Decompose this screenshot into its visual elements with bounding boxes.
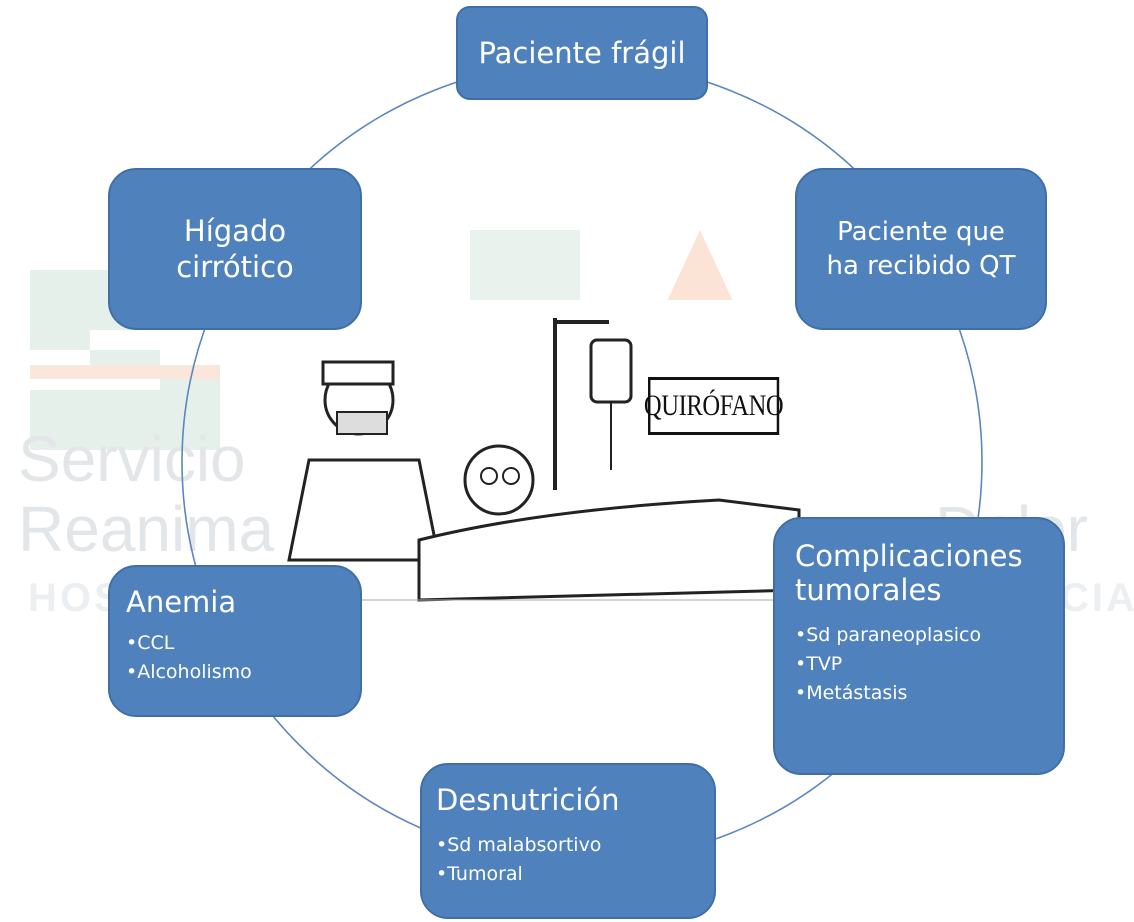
node-title: Desnutrición [436, 783, 620, 817]
operating-room-cartoon [279, 300, 809, 660]
patient-head [463, 444, 535, 516]
node-higado-cirrotico: Hígado cirrótico [108, 168, 362, 330]
watermark-line3: HOS [28, 576, 124, 620]
bed [417, 498, 801, 602]
list-item: •TVP [795, 653, 843, 675]
bed-edge [418, 589, 800, 601]
patient-eye-left [480, 467, 498, 485]
doctor-cap [321, 360, 395, 386]
list-item: •Metástasis [795, 682, 908, 704]
node-title: Hígado cirrótico [176, 214, 294, 284]
doctor-body [287, 458, 441, 562]
list-item: •Tumoral [436, 863, 523, 885]
watermark-orange-bar [30, 365, 220, 379]
node-title: Complicaciones tumorales [795, 539, 1023, 607]
node-title: Paciente que ha recibido QT [826, 217, 1016, 281]
watermark-line1: Servicio [18, 423, 246, 495]
patient-eye-right [502, 467, 520, 485]
list-item: •Alcoholismo [126, 661, 252, 683]
doctor-mask [336, 411, 388, 435]
operating-room-sign: QUIRÓFANO [644, 377, 784, 435]
node-title: Anemia [126, 585, 237, 619]
watermark-line2: Reanima [18, 493, 275, 565]
list-item: •Sd malabsortivo [436, 834, 602, 856]
node-desnutricion: Desnutrición •Sd malabsortivo •Tumoral [420, 763, 716, 919]
iv-bag [589, 338, 633, 404]
node-paciente-fragil: Paciente frágil [456, 6, 708, 100]
node-list: •CCL •Alcoholismo [126, 629, 360, 687]
list-item: •Sd paraneoplasico [795, 624, 982, 646]
node-list: •Sd paraneoplasico •TVP •Metástasis [795, 621, 1063, 708]
watermark-line3-right: CIA [1060, 576, 1134, 620]
node-list: •Sd malabsortivo •Tumoral [436, 831, 714, 889]
node-anemia: Anemia •CCL •Alcoholismo [108, 565, 362, 717]
node-complicaciones-tumorales: Complicaciones tumorales •Sd paraneoplas… [773, 517, 1065, 775]
node-paciente-qt: Paciente que ha recibido QT [795, 168, 1047, 330]
list-item: •CCL [126, 632, 175, 654]
node-title: Paciente frágil [478, 36, 686, 70]
